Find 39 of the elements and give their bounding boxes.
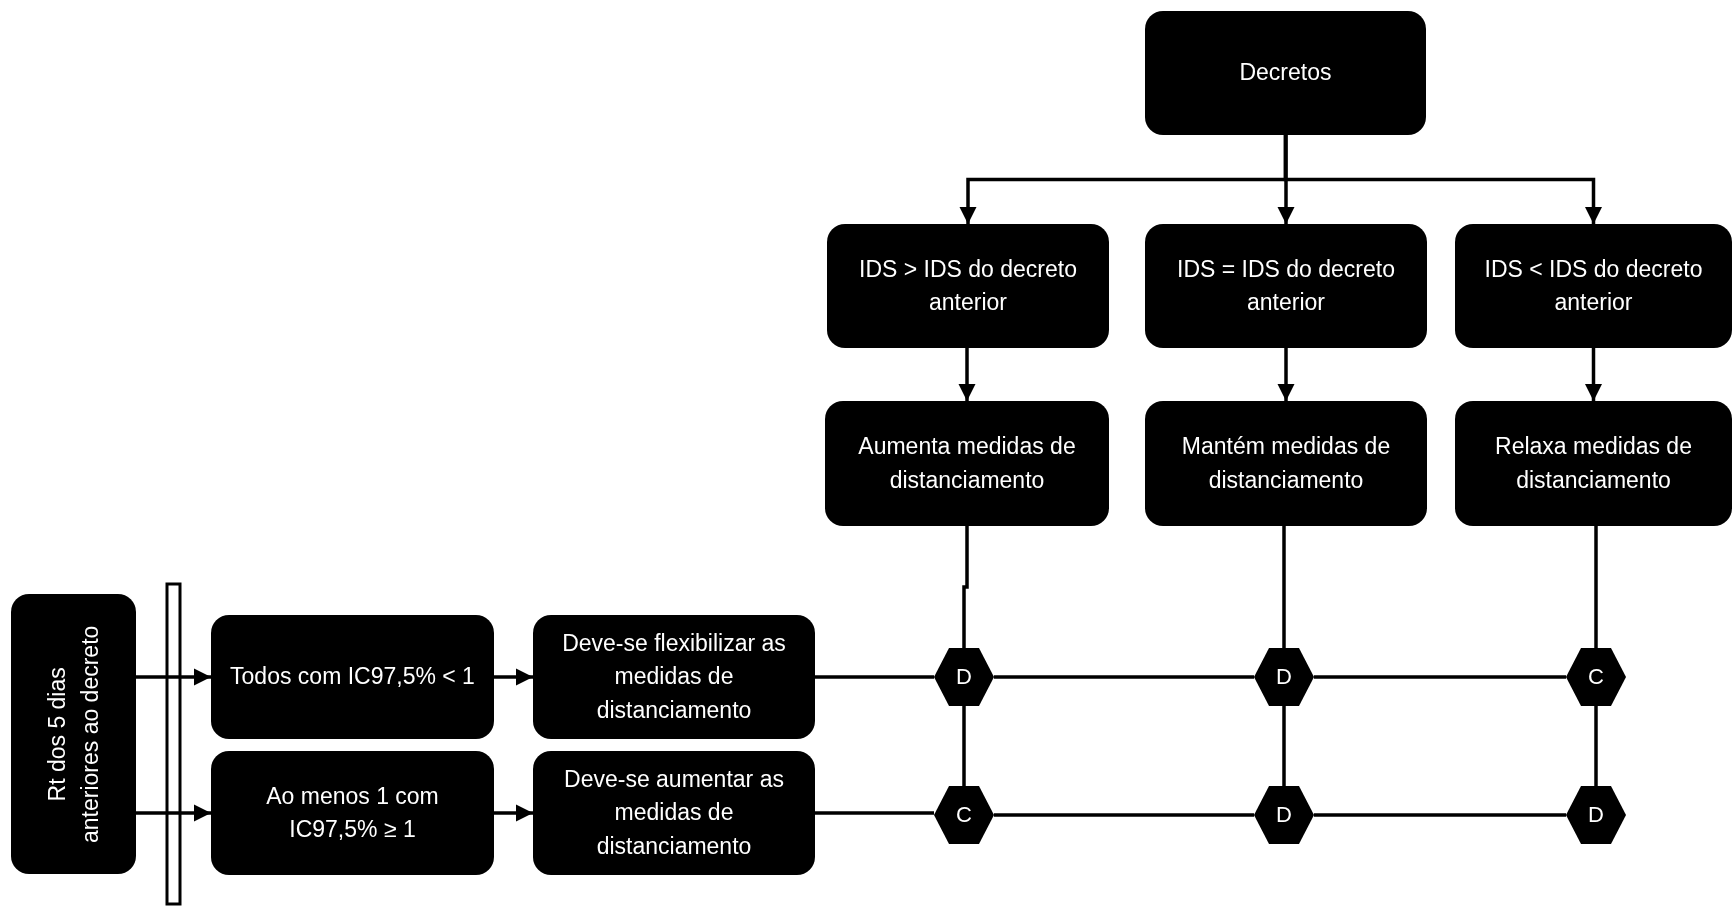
connector-line [1594,706,1598,786]
hexagon-marker: D [1254,648,1314,706]
connector-line [1314,813,1566,817]
arrow [136,668,211,686]
process-box: Todos com IC97,5% < 1 [211,615,494,739]
process-box: IDS > IDS do decreto anterior [827,224,1109,348]
connector-line [1282,526,1286,648]
connector-line [1282,706,1286,786]
rotated-label-box: Rt dos 5 dias anteriores ao decreto [11,594,136,874]
connector-line [994,813,1254,817]
process-box: Deve-se aumentar as medidas de distanciamento [533,751,815,875]
process-box: IDS < IDS do decreto anterior [1455,224,1732,348]
connector-line [962,526,969,648]
process-box: Decretos [1145,11,1426,135]
arrow [136,804,211,822]
arrow [958,348,976,401]
hexagon-marker: C [1566,648,1626,706]
connector-line [815,811,934,815]
connector-line [1314,675,1566,679]
connector-line [1594,526,1598,648]
connector-line [815,675,934,679]
process-box: IDS = IDS do decreto anterior [1145,224,1427,348]
arrow [1277,135,1295,224]
hexagon-marker: D [1566,786,1626,844]
connector-line [994,675,1254,679]
arrow [494,804,533,822]
process-box: Ao menos 1 com IC97,5% ≥ 1 [211,751,494,875]
hexagon-marker: D [1254,786,1314,844]
arrow [1584,348,1603,401]
hexagon-marker: C [934,786,994,844]
arrow [1283,135,1603,224]
arrow [494,668,533,686]
process-box: Deve-se flexibilizar as medidas de distanciamento [533,615,815,739]
connector-line [962,706,966,786]
process-box: Aumenta medidas de distanciamento [825,401,1109,526]
arrow [1277,348,1295,401]
hexagon-marker: D [934,648,994,706]
process-box: Mantém medidas de distanciamento [1145,401,1427,526]
process-box: Relaxa medidas de distanciamento [1455,401,1732,526]
